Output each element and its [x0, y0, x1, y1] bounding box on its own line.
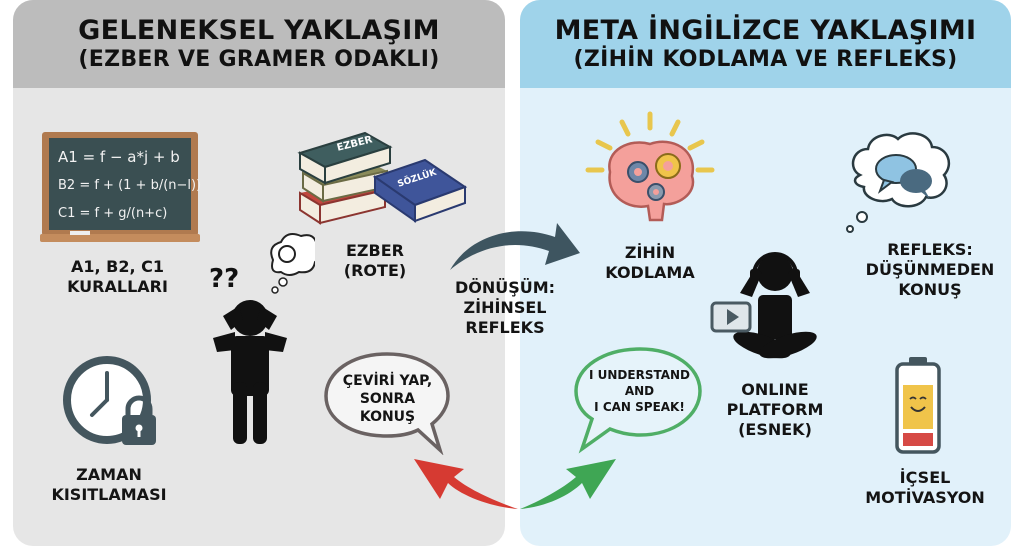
understand-speech-bubble-icon	[568, 345, 706, 455]
reflex-label: REFLEKS: DÜŞÜNMEDEN KONUŞ	[865, 240, 995, 299]
meta-header: META İNGİLİZCE YAKLAŞIMI (ZİHİN KODLAMA …	[520, 0, 1011, 88]
meta-title: META İNGİLİZCE YAKLAŞIMI	[554, 15, 977, 46]
transition-arrow-icon	[445, 215, 585, 275]
traditional-approach-panel: GELENEKSEL YAKLAŞIM (EZBER VE GRAMER ODA…	[13, 0, 505, 546]
rote-label: EZBER (ROTE)	[343, 241, 407, 280]
clock-lock-icon	[62, 355, 162, 455]
understand-bubble-text: I UNDERSTAND AND I CAN SPEAK!	[588, 368, 690, 414]
formula-a1: A1 = f − a*j + b	[58, 148, 180, 166]
thought-bubble-chat-icon	[840, 125, 960, 235]
brain-gears-icon	[580, 110, 720, 230]
formula-b2: B2 = f + (1 + b/(n−l))	[58, 178, 202, 193]
mind-coding-label: ZİHİN KODLAMA	[605, 243, 695, 282]
formula-c1: C1 = f + g/(n+c)	[58, 206, 168, 221]
confused-person-icon: ??	[195, 232, 322, 447]
transition-label: DÖNÜŞÜM: ZİHİNSEL REFLEKS	[454, 278, 556, 337]
svg-text:??: ??	[209, 264, 239, 294]
traditional-header: GELENEKSEL YAKLAŞIM (EZBER VE GRAMER ODA…	[13, 0, 505, 88]
red-green-arrows-icon	[410, 455, 620, 515]
battery-smile-icon	[893, 355, 943, 455]
translate-bubble-text: ÇEVİRİ YAP, SONRA KONUŞ	[342, 373, 433, 425]
time-constraint-label: ZAMAN KISITLAMASI	[51, 465, 167, 504]
traditional-subtitle: (EZBER VE GRAMER ODAKLI)	[78, 47, 440, 72]
chalkboard-icon	[40, 130, 200, 246]
intrinsic-motivation-label: İÇSEL MOTİVASYON	[865, 468, 985, 507]
rules-label: A1, B2, C1 KURALLARI	[67, 257, 168, 296]
meta-subtitle: (ZİHİN KODLAMA VE REFLEKS)	[573, 47, 958, 72]
books-icon: EZBER SÖZLÜK	[295, 125, 470, 225]
relaxed-person-headphones-icon	[710, 245, 840, 375]
translate-speech-bubble-icon	[322, 350, 452, 456]
online-platform-label: ONLINE PLATFORM (ESNEK)	[726, 380, 824, 439]
traditional-title: GELENEKSEL YAKLAŞIM	[78, 15, 440, 46]
